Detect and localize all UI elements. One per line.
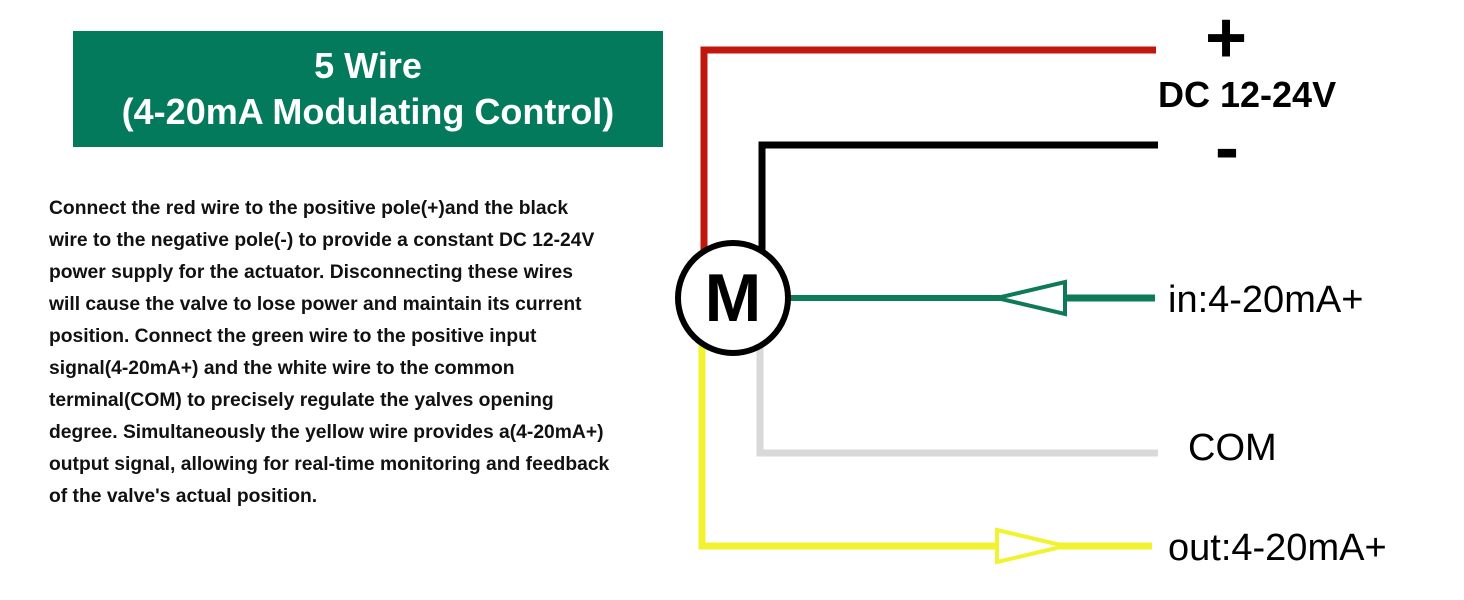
black-wire <box>758 141 1158 250</box>
positive-terminal-label: + <box>1205 0 1248 78</box>
supply-voltage-label: DC 12-24V <box>1158 74 1337 115</box>
description-line: signal(4-20mA+) and the white wire to th… <box>49 358 515 379</box>
red-wire <box>700 46 1156 255</box>
description-line: terminal(COM) to precisely regulate the … <box>49 390 554 411</box>
negative-terminal-label: - <box>1215 108 1239 188</box>
motor-circle <box>675 240 791 356</box>
title-line-1: 5 Wire <box>314 45 422 86</box>
description-line: position. Connect the green wire to the … <box>49 326 537 347</box>
description-text: Connect the red wire to the positive pol… <box>49 193 689 513</box>
description-line: output signal, allowing for real-time mo… <box>49 454 610 475</box>
output-arrow-icon <box>995 527 1066 565</box>
common-terminal-label: COM <box>1188 427 1277 469</box>
title-line-2: (4-20mA Modulating Control) <box>121 91 615 132</box>
input-arrow-icon <box>996 279 1067 317</box>
yellow-wire <box>698 345 1152 550</box>
white-wire <box>756 345 1158 457</box>
description-line: of the valve's actual position. <box>49 486 318 507</box>
description-line: degree. Simultaneously the yellow wire p… <box>49 422 604 443</box>
description-line: will cause the valve to lose power and m… <box>49 294 582 315</box>
output-signal-label: out:4-20mA+ <box>1168 527 1387 569</box>
description-line: power supply for the actuator. Disconnec… <box>49 262 573 283</box>
motor-label: M <box>704 260 762 336</box>
description-line: Connect the red wire to the positive pol… <box>49 198 569 219</box>
title-banner: 5 Wire (4-20mA Modulating Control) <box>73 31 663 147</box>
input-signal-label: in:4-20mA+ <box>1168 279 1364 321</box>
description-line: wire to the negative pole(-) to provide … <box>49 230 595 251</box>
